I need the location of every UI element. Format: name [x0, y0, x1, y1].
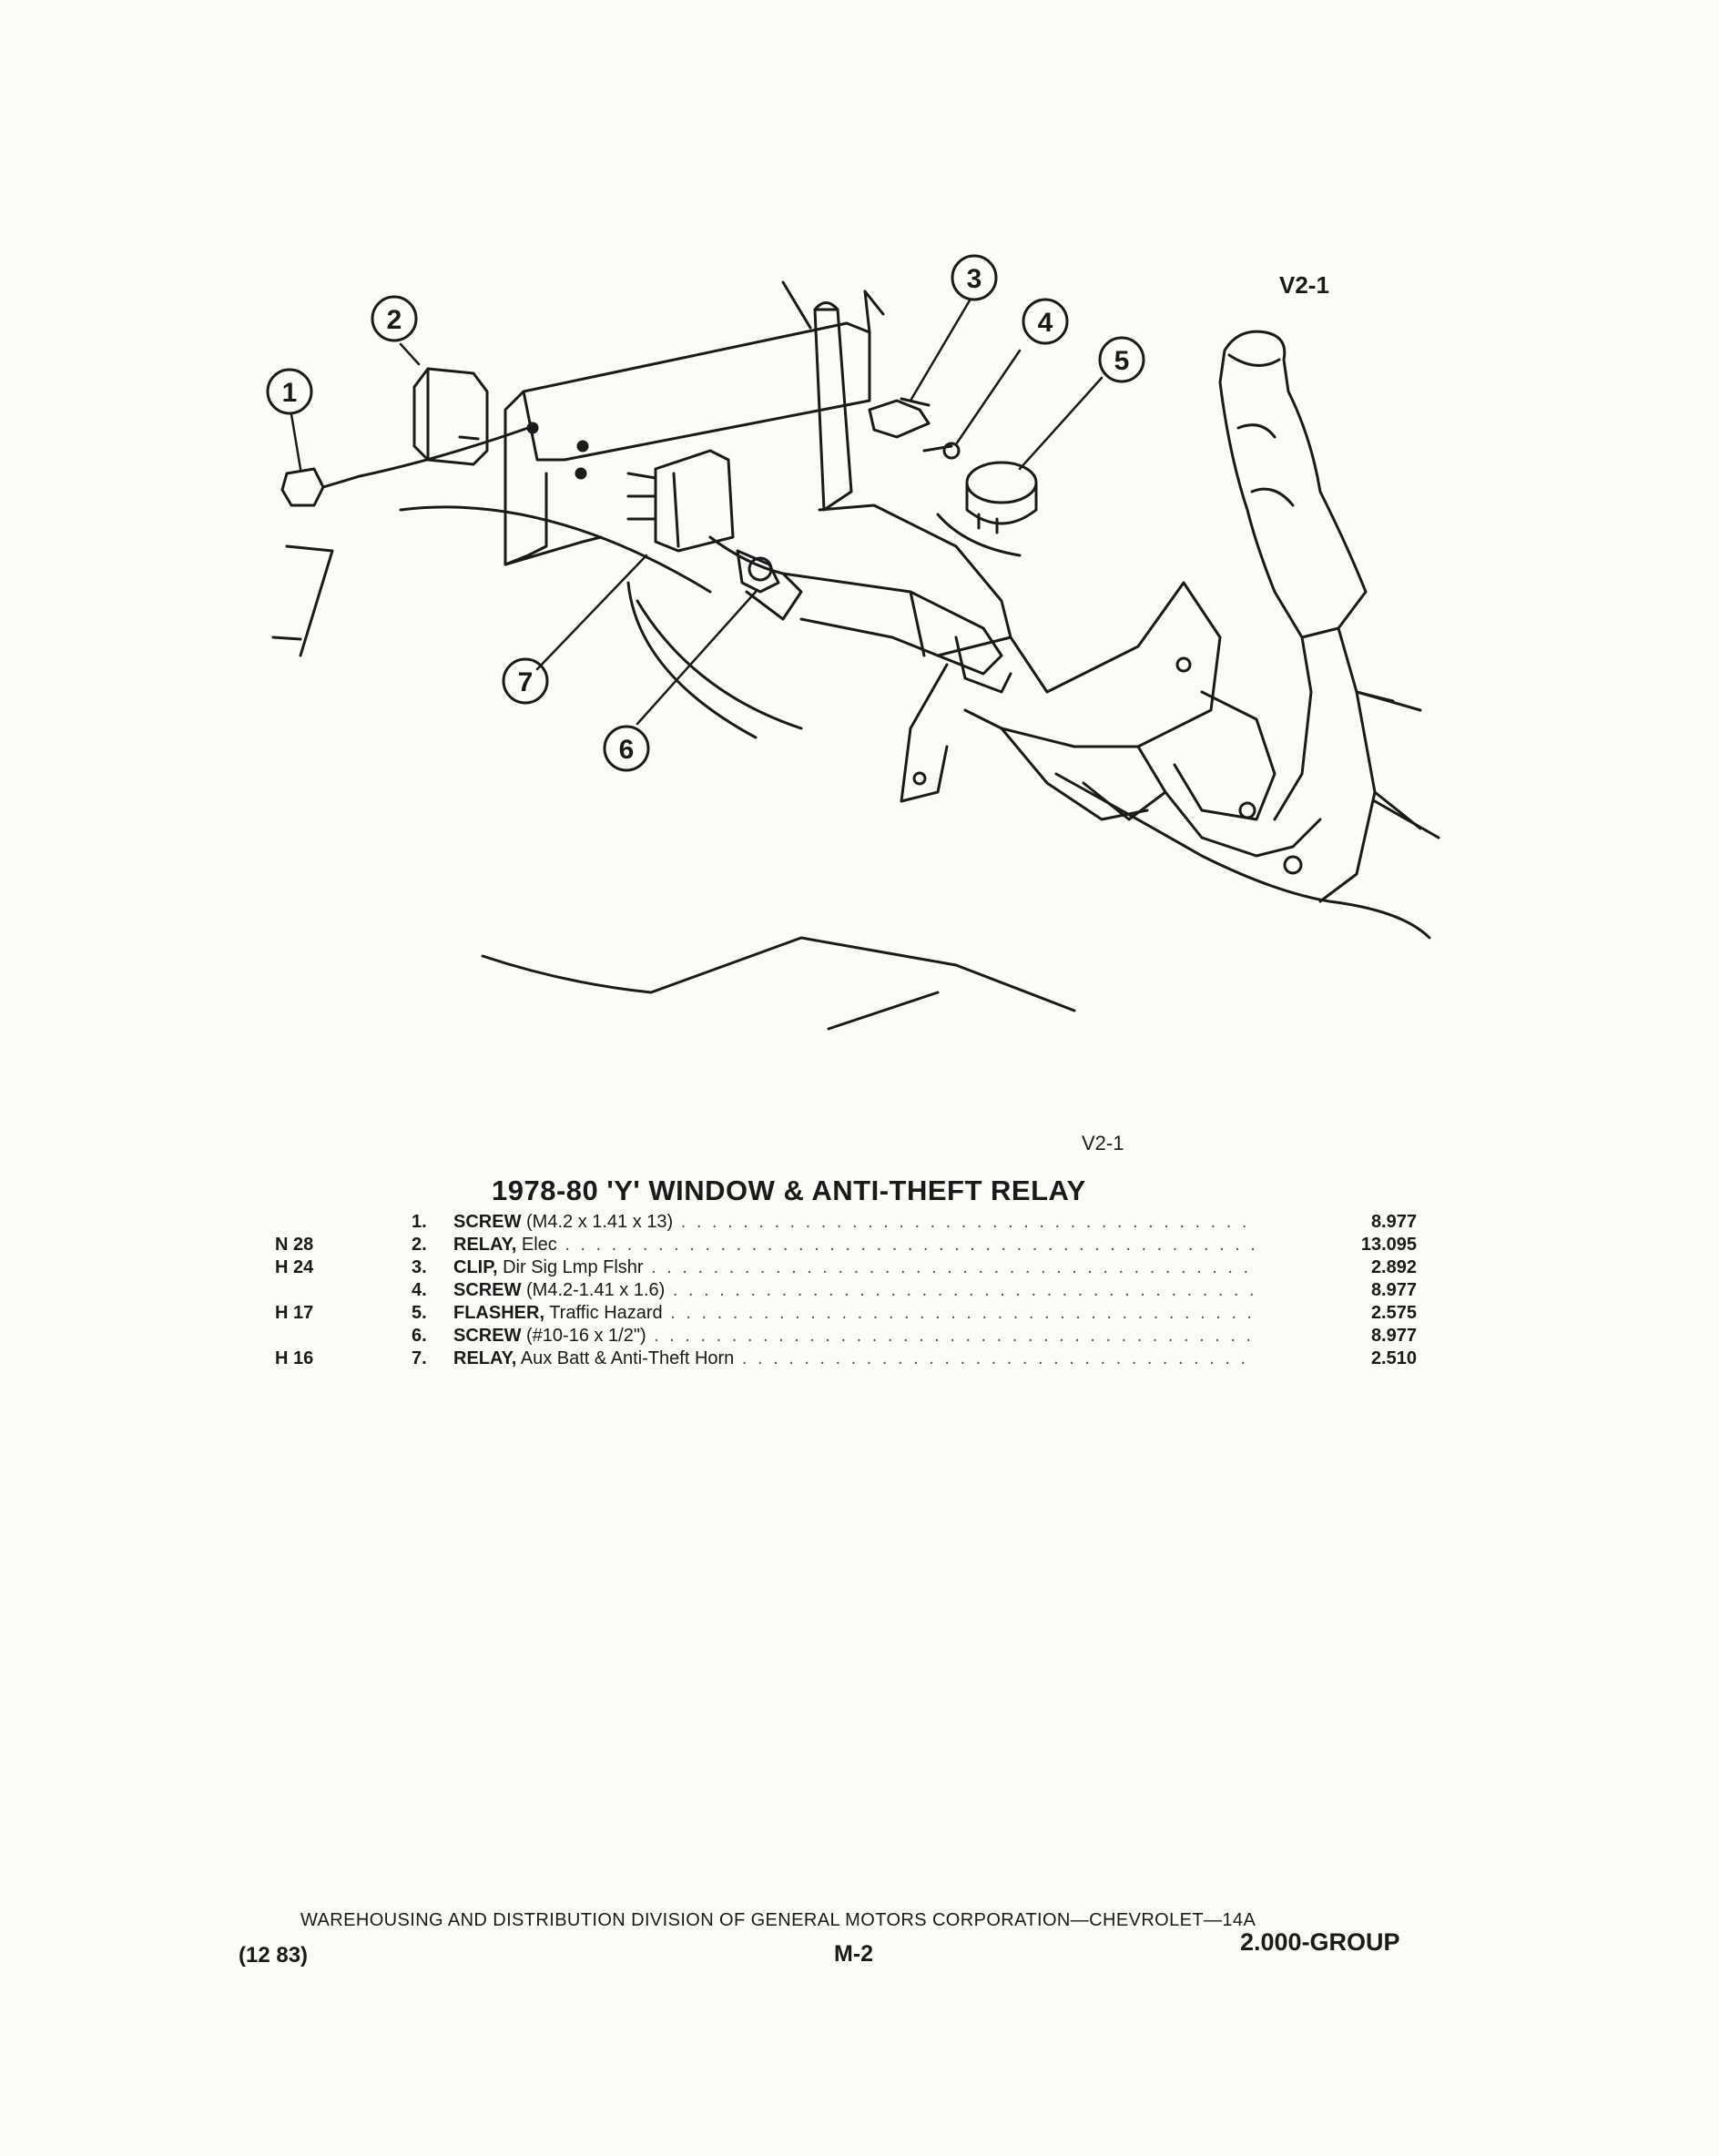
part-value: 8.977 — [1370, 1280, 1417, 1300]
part-value: 2.575 — [1370, 1303, 1417, 1323]
parts-row: 4. SCREW (M4.2-1.41 x 1.6) . . . . . . .… — [264, 1279, 1420, 1302]
part-code: H 17 — [275, 1303, 314, 1323]
lever-base-drawing — [900, 581, 1322, 875]
floor-contour-drawing — [271, 505, 803, 739]
callout-5-label: 5 — [1114, 346, 1130, 376]
part-code: N 28 — [275, 1235, 314, 1255]
figure-ref-bottom: V2-1 — [1082, 1132, 1124, 1154]
part-detail: Aux Batt & Anti-Theft Horn — [516, 1348, 735, 1368]
part-code: H 24 — [275, 1257, 314, 1277]
part-number: 6. — [412, 1326, 427, 1346]
part-detail: Traffic Hazard — [544, 1303, 663, 1323]
callout-5: 5 — [1098, 336, 1145, 383]
callout-markers: 1 2 3 4 5 6 7 — [266, 254, 1145, 772]
callout-3-label: 3 — [967, 264, 982, 294]
part-value: 8.977 — [1370, 1326, 1417, 1346]
part-number: 3. — [412, 1257, 427, 1277]
callout-1: 1 — [266, 368, 313, 415]
callout-leaders — [290, 299, 1104, 726]
part-name: RELAY, — [453, 1235, 517, 1255]
part-code: H 16 — [275, 1348, 314, 1368]
parts-row: H 17 5. FLASHER, Traffic Hazard . . . . … — [264, 1302, 1420, 1325]
part-value: 2.892 — [1370, 1257, 1417, 1277]
screw-4-drawing — [922, 442, 961, 460]
figure-ref-top: V2-1 — [1279, 271, 1329, 299]
part-description: RELAY, Elec . . . . . . . . . . . . . . … — [453, 1235, 1255, 1255]
part-description: CLIP, Dir Sig Lmp Flshr . . . . . . . . … — [453, 1257, 1255, 1277]
part-number: 7. — [412, 1348, 427, 1368]
footer-division: WAREHOUSING AND DISTRIBUTION DIVISION OF… — [300, 1910, 1256, 1930]
callout-4: 4 — [1022, 298, 1069, 345]
footer-group: 2.000-GROUP — [1240, 1928, 1400, 1956]
part-number: 4. — [412, 1280, 427, 1300]
part-number: 1. — [412, 1212, 427, 1232]
relay-2-drawing — [412, 367, 489, 466]
parts-row: 1. SCREW (M4.2 x 1.41 x 13) . . . . . . … — [264, 1211, 1420, 1234]
callout-7-label: 7 — [518, 667, 534, 697]
part-value: 8.977 — [1370, 1212, 1417, 1232]
relay-7-drawing — [626, 449, 735, 553]
callout-3: 3 — [951, 254, 998, 301]
part-description: SCREW (M4.2-1.41 x 1.6) . . . . . . . . … — [453, 1280, 1255, 1300]
body-contour-drawing — [481, 690, 1440, 1031]
parts-row: N 28 2. RELAY, Elec . . . . . . . . . . … — [264, 1234, 1420, 1256]
callout-2-label: 2 — [387, 305, 402, 335]
part-value: 13.095 — [1360, 1235, 1417, 1255]
callout-6: 6 — [603, 725, 650, 772]
callout-7: 7 — [502, 657, 549, 705]
support-frame-drawing — [708, 503, 1012, 694]
part-detail: (#10-16 x 1/2") — [521, 1326, 646, 1346]
part-detail: (M4.2-1.41 x 1.6) — [521, 1280, 666, 1300]
screw-6-drawing — [736, 549, 780, 594]
parts-list: 1. SCREW (M4.2 x 1.41 x 13) . . . . . . … — [264, 1211, 1420, 1370]
parts-row: H 16 7. RELAY, Aux Batt & Anti-Theft Hor… — [264, 1348, 1420, 1370]
screw-1-drawing — [280, 426, 530, 507]
part-name: FLASHER, — [453, 1303, 544, 1323]
part-value: 2.510 — [1370, 1348, 1417, 1368]
callout-4-label: 4 — [1038, 308, 1053, 338]
part-name: SCREW — [453, 1212, 522, 1232]
part-description: RELAY, Aux Batt & Anti-Theft Horn . . . … — [453, 1348, 1255, 1368]
part-name: SCREW — [453, 1280, 522, 1300]
parts-list-title: 1978-80 'Y' WINDOW & ANTI-THEFT RELAY — [492, 1175, 1086, 1206]
part-name: CLIP, — [453, 1257, 498, 1277]
callout-1-label: 1 — [282, 378, 298, 408]
part-detail: Elec — [516, 1235, 557, 1255]
part-detail: (M4.2 x 1.41 x 13) — [521, 1212, 674, 1232]
parts-row: H 24 3. CLIP, Dir Sig Lmp Flshr . . . . … — [264, 1256, 1420, 1279]
clip-3-drawing — [868, 397, 931, 439]
part-detail: Dir Sig Lmp Flshr — [497, 1257, 644, 1277]
mounting-bracket-drawing — [503, 290, 885, 566]
flasher-5-drawing — [936, 461, 1038, 557]
part-number: 5. — [412, 1303, 427, 1323]
steering-column-drawing — [781, 280, 853, 512]
parts-row: 6. SCREW (#10-16 x 1/2") . . . . . . . .… — [264, 1325, 1420, 1348]
part-description: SCREW (M4.2 x 1.41 x 13) . . . . . . . .… — [453, 1212, 1255, 1232]
part-number: 2. — [412, 1235, 427, 1255]
callout-6-label: 6 — [619, 735, 635, 765]
footer-date: (12 83) — [239, 1943, 309, 1968]
callout-2: 2 — [371, 295, 418, 342]
footer-page-number: M-2 — [834, 1941, 874, 1967]
part-name: SCREW — [453, 1326, 522, 1346]
part-description: SCREW (#10-16 x 1/2") . . . . . . . . . … — [453, 1326, 1255, 1346]
part-description: FLASHER, Traffic Hazard . . . . . . . . … — [453, 1303, 1255, 1323]
part-name: RELAY, — [453, 1348, 517, 1368]
